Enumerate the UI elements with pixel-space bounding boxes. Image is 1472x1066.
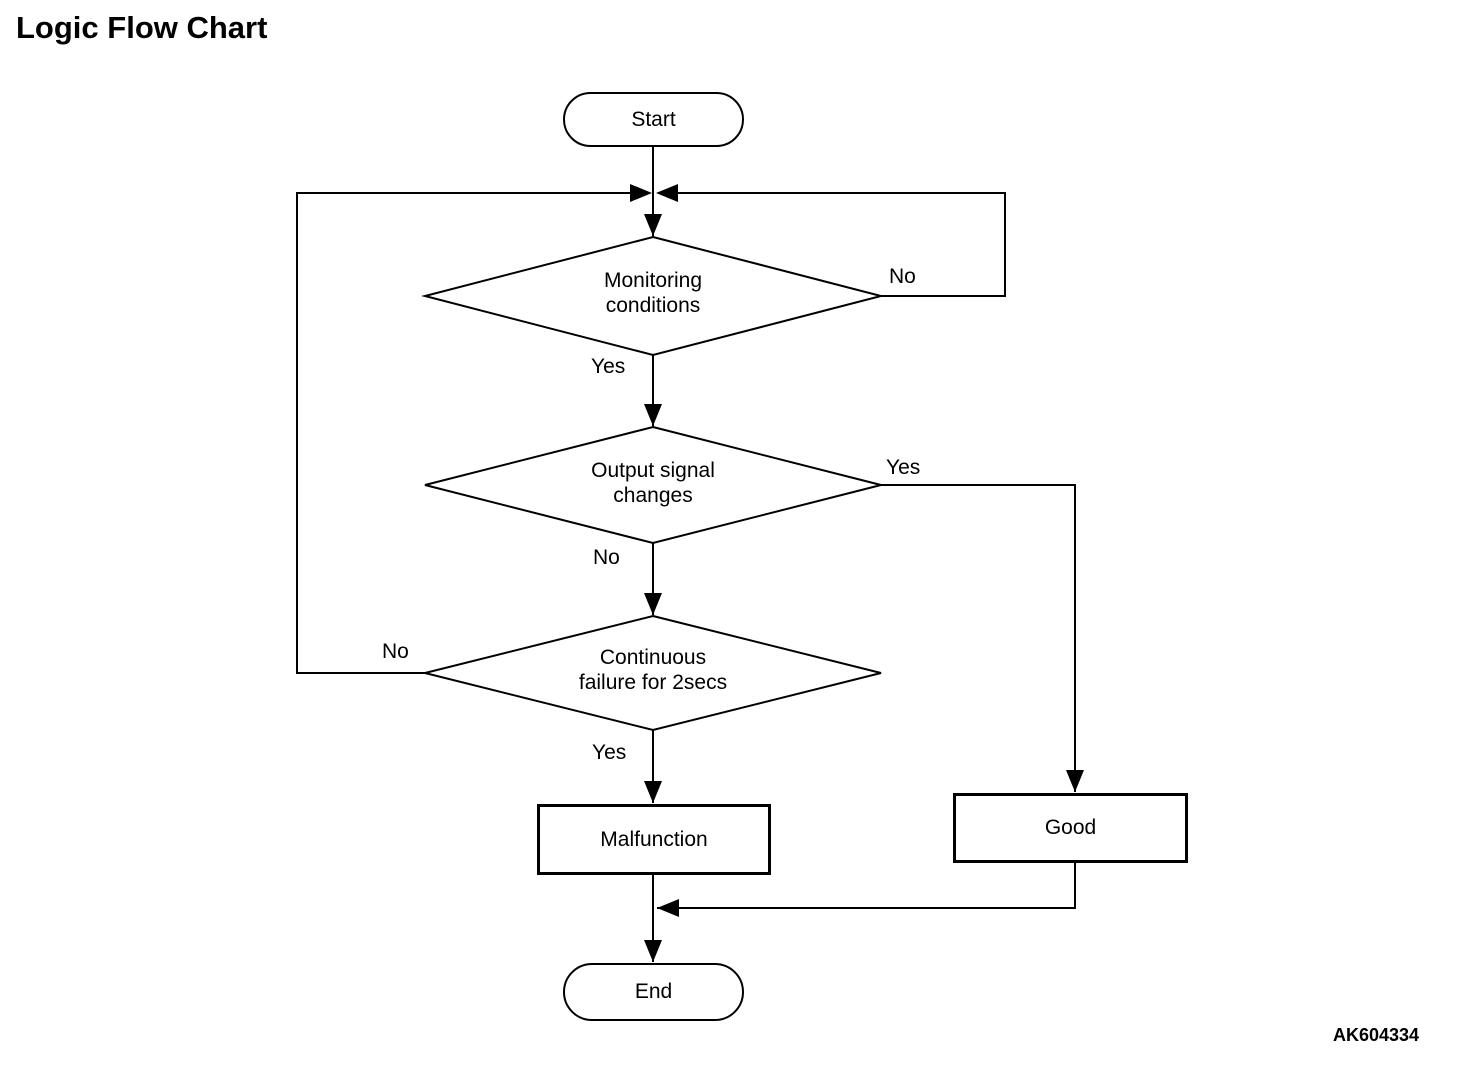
decision-output-shape — [424, 425, 882, 545]
node-start-label: Start — [631, 107, 676, 131]
edge-label-continuous-yes: Yes — [592, 741, 627, 764]
page-title: Logic Flow Chart — [16, 10, 268, 45]
figure-code: AK604334 — [1333, 1025, 1420, 1045]
edge-label-continuous-no: No — [382, 640, 409, 663]
node-malfunction-label: Malfunction — [600, 827, 708, 851]
edge-label-output-no: No — [593, 546, 620, 569]
node-end: End — [563, 963, 744, 1021]
junction-arrowhead-right — [656, 184, 678, 202]
decision-monitoring-shape — [421, 235, 885, 357]
decision-output-label: Output signal changes — [453, 458, 853, 508]
edge-monitoring-no-loop — [678, 192, 1006, 297]
edge-label-monitoring-no: No — [889, 265, 916, 288]
edge-label-monitoring-yes: Yes — [591, 355, 626, 378]
node-malfunction: Malfunction — [537, 804, 771, 875]
decision-continuous-shape — [424, 614, 882, 732]
node-good: Good — [953, 793, 1188, 863]
edge-continuous-no-loop — [296, 192, 630, 674]
node-good-label: Good — [1044, 816, 1097, 839]
edge-label-output-yes: Yes — [886, 456, 921, 479]
edge-output-yes — [881, 484, 1084, 792]
decision-monitoring-line2: conditions — [605, 294, 701, 317]
decision-continuous-line1: Continuous — [599, 646, 707, 669]
edge-good-to-merge — [657, 863, 1076, 917]
junction-arrowhead-left — [630, 184, 652, 202]
decision-output-line2: changes — [613, 484, 693, 507]
decision-monitoring-line1: Monitoring — [603, 269, 703, 292]
decision-monitoring-label: Monitoring conditions — [453, 268, 853, 318]
node-end-label: End — [634, 980, 673, 1003]
decision-continuous-label: Continuous failure for 2secs — [453, 645, 853, 695]
node-start: Start — [563, 92, 744, 147]
decision-output-line1: Output signal — [591, 459, 715, 482]
decision-continuous-line2: failure for 2secs — [578, 671, 728, 694]
